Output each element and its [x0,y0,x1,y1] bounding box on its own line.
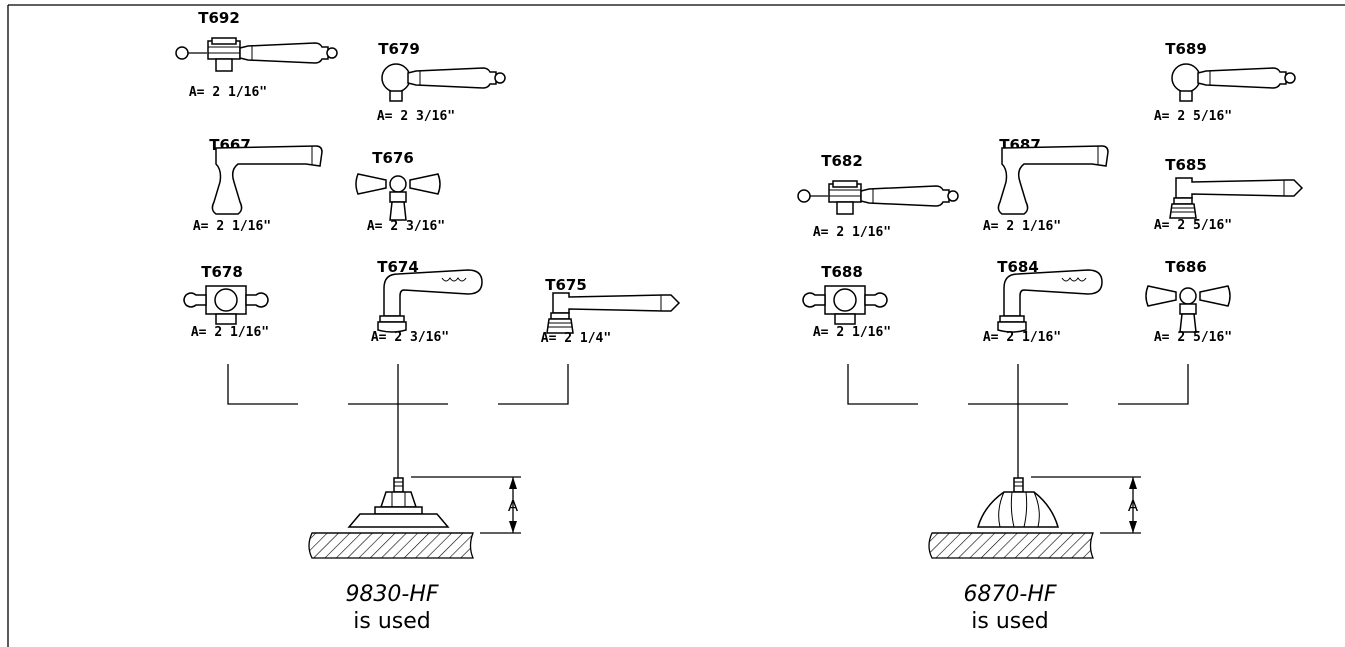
handle-code: T676 [372,149,414,167]
cross-handle-icon [355,173,441,221]
knob-cross-handle-icon [802,285,888,325]
handle-t676: T676 A= 2 3/16" [355,149,445,234]
dimension-value: A= 2 1/16" [983,330,1061,345]
lever-ball-handle-icon [175,37,338,72]
lever-ball-handle-icon [797,180,959,215]
handle-t687: T687 A= 2 1/16" [983,136,1109,234]
handle-t674: T674 A= 2 3/16" [371,258,483,345]
elbow-lever-handle-icon [997,269,1103,333]
handle-code: T678 [201,263,243,281]
ball-lever-handle-icon [1171,63,1296,102]
dimension-value: A= 2 3/16" [377,109,455,124]
usage-note: is used [971,609,1048,634]
handle-code: T675 [545,276,587,294]
ball-lever-handle-icon [381,63,506,102]
dimension-a-marker: A [411,476,521,534]
dimension-value: A= 2 1/16" [813,325,891,340]
cross-handle-icon [1145,285,1231,333]
handle-t682: T682 A= 2 1/16" [797,152,959,240]
mounting-surface [928,532,1094,559]
handle-t678: T678 A= 2 1/16" [183,263,269,340]
long-lever-handle-icon [1169,177,1303,219]
dimension-value: A= 2 5/16" [1154,109,1232,124]
handle-code: T692 [198,9,240,27]
dimension-value: A= 2 3/16" [371,330,449,345]
assembly-left: T692 A= 2 1/16" T679 A= 2 3/16" T667 A= … [175,9,680,634]
knob-cross-handle-icon [183,285,269,325]
dimension-value: A= 2 1/16" [191,325,269,340]
handle-t684: T684 A= 2 1/16" [983,258,1103,345]
assembly-right: T689 A= 2 5/16" T682 A= 2 1/16" T687 A= … [797,40,1303,634]
long-lever-handle-icon [546,292,680,334]
handle-code: T679 [378,40,420,58]
valve-body-9830 [347,477,450,528]
dimension-value: A= 2 5/16" [1154,330,1232,345]
handle-code: T686 [1165,258,1207,276]
selector-connectors [847,364,1189,478]
spout-lever-handle-icon [211,145,323,215]
dimension-value: A= 2 1/16" [813,225,891,240]
handle-t679: T679 A= 2 3/16" [377,40,506,124]
handle-code: T685 [1165,156,1207,174]
dimension-value: A= 2 5/16" [1154,218,1232,233]
mounting-surface [308,532,474,559]
handle-code: T684 [997,258,1039,276]
dimension-a-marker: A [1031,476,1141,534]
handle-t689: T689 A= 2 5/16" [1154,40,1296,124]
handle-t692: T692 A= 2 1/16" [175,9,338,100]
handle-t675: T675 A= 2 1/4" [541,276,680,346]
handle-code: T682 [821,152,863,170]
valve-body-6870 [977,477,1059,528]
handle-code: T689 [1165,40,1207,58]
spout-lever-handle-icon [997,145,1109,215]
model-number: 6870-HF [963,582,1056,607]
handle-t667: T667 A= 2 1/16" [193,136,323,234]
dimension-value: A= 2 1/16" [193,219,271,234]
handle-t685: T685 A= 2 5/16" [1154,156,1303,233]
handle-code: T674 [377,258,419,276]
handle-t686: T686 A= 2 5/16" [1145,258,1232,345]
handle-t688: T688 A= 2 1/16" [802,263,891,340]
elbow-lever-handle-icon [377,269,483,333]
dimension-label: A [508,497,519,515]
dimension-label: A [1128,497,1139,515]
usage-note: is used [353,609,430,634]
selector-connectors [227,364,569,478]
dimension-value: A= 2 3/16" [367,219,445,234]
dimension-value: A= 2 1/4" [541,331,611,346]
handle-code: T688 [821,263,863,281]
dimension-value: A= 2 1/16" [983,219,1061,234]
model-number: 9830-HF [345,582,438,607]
dimension-value: A= 2 1/16" [189,85,267,100]
